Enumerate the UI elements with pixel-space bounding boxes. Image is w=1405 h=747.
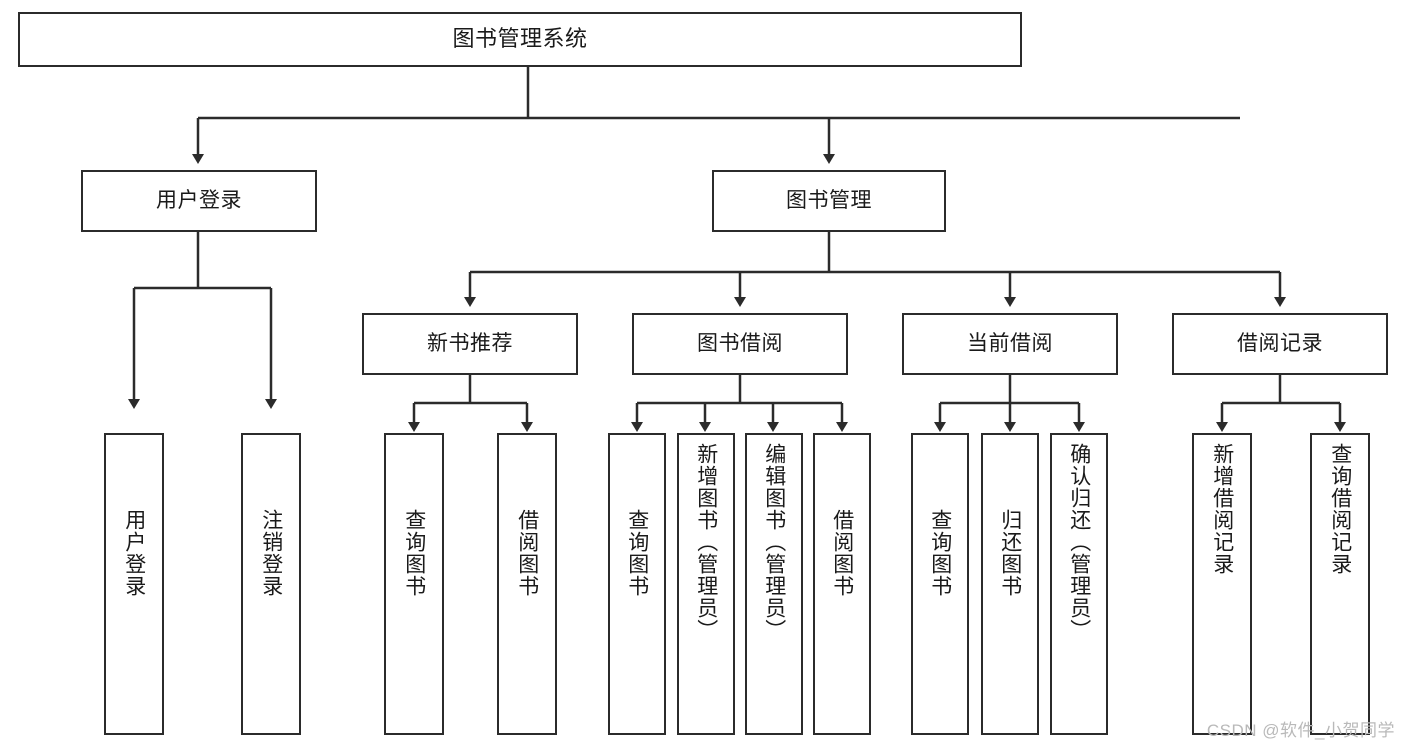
leaf-current-borrow-query-label: 查询图书 xyxy=(928,509,952,597)
leaf-borrow-record-add-label: 新增借阅记录 xyxy=(1210,443,1234,575)
node-current-borrow-label: 当前借阅 xyxy=(967,332,1053,356)
leaf-book-borrow-lend[interactable]: 借阅图书 xyxy=(813,433,871,735)
leaf-user-login-signout-label: 注销登录 xyxy=(259,509,283,597)
node-book-borrow[interactable]: 图书借阅 xyxy=(632,313,848,375)
leaf-current-borrow-confirm[interactable]: 确认归还（管理员） xyxy=(1050,433,1108,735)
node-book-borrow-label: 图书借阅 xyxy=(697,332,783,356)
leaf-book-borrow-edit-label: 编辑图书（管理员） xyxy=(762,443,786,641)
leaf-book-borrow-query-label: 查询图书 xyxy=(625,509,649,597)
leaf-borrow-record-query-label: 查询借阅记录 xyxy=(1328,443,1352,575)
leaf-user-login-signin[interactable]: 用户登录 xyxy=(104,433,164,735)
leaf-book-borrow-query[interactable]: 查询图书 xyxy=(608,433,666,735)
node-current-borrow[interactable]: 当前借阅 xyxy=(902,313,1118,375)
leaf-book-borrow-add-label: 新增图书（管理员） xyxy=(694,443,718,641)
watermark: CSDN @软件_小贺同学 xyxy=(1206,721,1395,740)
leaf-book-borrow-edit[interactable]: 编辑图书（管理员） xyxy=(745,433,803,735)
leaf-new-book-borrow[interactable]: 借阅图书 xyxy=(497,433,557,735)
leaf-current-borrow-confirm-label: 确认归还（管理员） xyxy=(1067,443,1091,641)
leaf-new-book-query[interactable]: 查询图书 xyxy=(384,433,444,735)
leaf-borrow-record-query[interactable]: 查询借阅记录 xyxy=(1310,433,1370,735)
leaf-book-borrow-add[interactable]: 新增图书（管理员） xyxy=(677,433,735,735)
node-book-management[interactable]: 图书管理 xyxy=(712,170,946,232)
node-borrow-record-label: 借阅记录 xyxy=(1237,332,1323,356)
leaf-new-book-query-label: 查询图书 xyxy=(402,509,426,597)
node-new-book-recommend[interactable]: 新书推荐 xyxy=(362,313,578,375)
node-book-management-label: 图书管理 xyxy=(786,189,872,213)
node-root-label: 图书管理系统 xyxy=(452,26,588,52)
leaf-user-login-signout[interactable]: 注销登录 xyxy=(241,433,301,735)
leaf-new-book-borrow-label: 借阅图书 xyxy=(515,509,539,597)
leaf-current-borrow-return[interactable]: 归还图书 xyxy=(981,433,1039,735)
leaf-borrow-record-add[interactable]: 新增借阅记录 xyxy=(1192,433,1252,735)
leaf-current-borrow-query[interactable]: 查询图书 xyxy=(911,433,969,735)
leaf-current-borrow-return-label: 归还图书 xyxy=(998,509,1022,597)
leaf-book-borrow-lend-label: 借阅图书 xyxy=(830,509,854,597)
node-root[interactable]: 图书管理系统 xyxy=(18,12,1022,67)
node-user-login[interactable]: 用户登录 xyxy=(81,170,317,232)
node-user-login-label: 用户登录 xyxy=(156,189,242,213)
node-new-book-recommend-label: 新书推荐 xyxy=(427,332,513,356)
leaf-user-login-signin-label: 用户登录 xyxy=(122,509,146,597)
node-borrow-record[interactable]: 借阅记录 xyxy=(1172,313,1388,375)
